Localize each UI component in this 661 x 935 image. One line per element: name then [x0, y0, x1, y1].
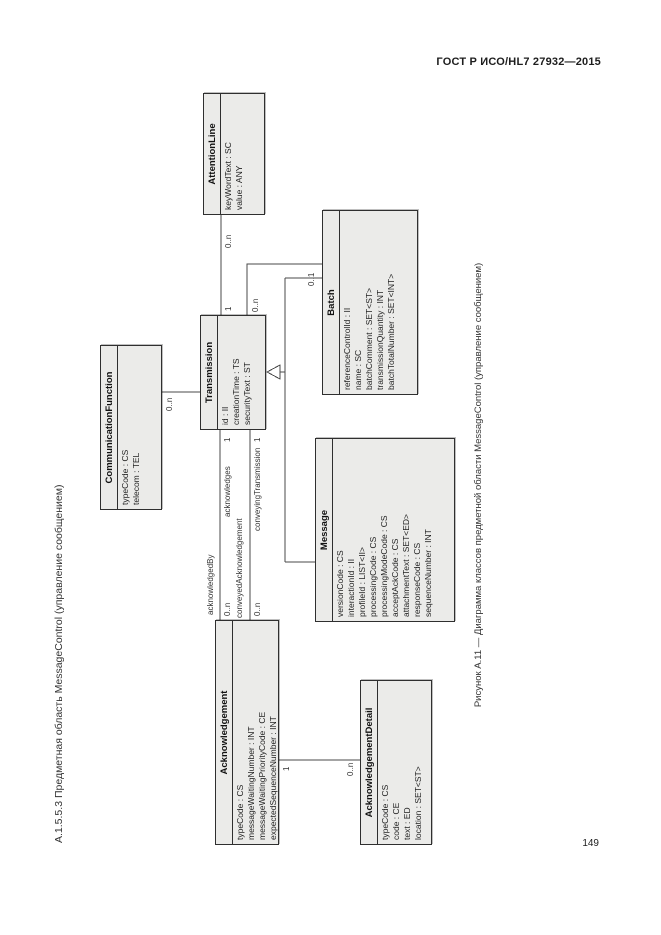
class-attribute: attachmentText : SET<ED> — [401, 514, 411, 617]
class-attribute: keyWordText : SC — [223, 142, 233, 210]
class-attributes: referenceControlId : II name : SC batchC… — [340, 211, 399, 394]
class-attribute: typeCode : CS — [120, 449, 130, 505]
class-title: Acknowledgement — [216, 621, 233, 844]
assoc-transmission-batch — [246, 263, 322, 315]
class-attribute: creationTime : TS — [231, 358, 241, 425]
multiplicity-label: 0..1 — [307, 272, 316, 286]
class-attribute: securityText : ST — [242, 362, 252, 425]
class-acknowledgementdetail: AcknowledgementDetail typeCode : CS code… — [360, 680, 432, 845]
class-batch: Batch referenceControlId : II name : SC … — [322, 210, 418, 395]
class-attributes: typeCode : CS telecom : TEL — [118, 346, 144, 509]
class-attributes: typeCode : CS messageWaitingNumber : INT… — [233, 621, 279, 844]
class-title: AcknowledgementDetail — [361, 681, 378, 844]
class-attribute: value : ANY — [234, 165, 244, 210]
class-attribute: messageWaitingPriorityCode : CE — [257, 711, 267, 840]
generalization-triangle-icon — [265, 364, 281, 380]
class-attribute: id : II — [220, 406, 230, 425]
class-title: Batch — [323, 211, 340, 394]
class-attributes: typeCode : CS code : CE text : ED locati… — [378, 681, 426, 844]
class-attribute: referenceControlId : II — [342, 307, 352, 390]
class-title: Message — [316, 439, 333, 621]
class-attributes: id : II creationTime : TS securityText :… — [218, 316, 255, 429]
role-label: acknowledges — [223, 466, 232, 517]
role-label: conveyingTransmission — [253, 447, 262, 531]
class-communicationfunction: CommunicationFunction typeCode : CS tele… — [100, 345, 162, 510]
class-attribute: processingModeCode : CS — [379, 515, 389, 617]
multiplicity-label: 0..n — [253, 602, 262, 616]
class-transmission: Transmission id : II creationTime : TS s… — [200, 315, 266, 430]
rotated-diagram-stage: А.1.5.5.3 Предметная область MessageCont… — [45, 55, 515, 915]
multiplicity-label: 0..n — [251, 298, 260, 312]
class-attribute: interactionId : II — [346, 558, 356, 617]
page-number: 149 — [582, 838, 599, 849]
multiplicity-label: 0..n — [223, 602, 232, 616]
class-attribute: responseCode : CS — [412, 542, 422, 617]
class-attribute: profileId : LIST<II> — [357, 547, 367, 617]
class-attribute: name : SC — [353, 349, 363, 390]
class-attribute: batchTotalNumber : SET<INT> — [386, 273, 396, 390]
class-attribute: location : SET<ST> — [413, 766, 423, 840]
class-attributes: keyWordText : SC value : ANY — [221, 94, 247, 214]
class-attribute: batchComment : SET<ST> — [364, 287, 374, 390]
class-attentionline: AttentionLine keyWordText : SC value : A… — [203, 93, 265, 215]
class-attribute: typeCode : CS — [380, 784, 390, 840]
class-attribute: sequenceNumber : INT — [423, 529, 433, 617]
multiplicity-label: 0..n — [165, 397, 174, 411]
class-title: AttentionLine — [204, 94, 221, 214]
multiplicity-label: 0..n — [346, 762, 355, 776]
multiplicity-label: 1 — [224, 306, 233, 311]
class-attribute: telecom : TEL — [131, 452, 141, 505]
uml-connector-lines — [162, 215, 360, 761]
multiplicity-label: 1 — [223, 437, 232, 442]
role-label: acknowledgedBy — [206, 554, 215, 615]
multiplicity-label: 1 — [282, 766, 291, 771]
role-label: conveyedAcknowledgement — [235, 518, 244, 618]
class-attribute: text : ED — [402, 807, 412, 840]
document-header: ГОСТ Р ИСО/HL7 27932—2015 — [436, 56, 601, 68]
class-attributes: versionCode : CS interactionId : II prof… — [333, 439, 436, 621]
class-attribute: messageWaitingNumber : INT — [246, 726, 256, 840]
class-title: Transmission — [201, 316, 218, 429]
class-attribute: typeCode : CS — [235, 784, 245, 840]
class-attribute: processingCode : CS — [368, 536, 378, 617]
class-acknowledgement: Acknowledgement typeCode : CS messageWai… — [215, 620, 279, 845]
class-attribute: versionCode : CS — [335, 550, 345, 617]
class-title: CommunicationFunction — [101, 346, 118, 509]
multiplicity-label: 0..n — [224, 234, 233, 248]
multiplicity-label: 1 — [253, 437, 262, 442]
class-attribute: code : CE — [391, 802, 401, 840]
class-attribute: transmissionQuantity : INT — [375, 289, 385, 390]
class-message: Message versionCode : CS interactionId :… — [315, 438, 455, 622]
class-attribute: acceptAckCode : CS — [390, 538, 400, 617]
class-attribute: expectedSequenceNumber : INT — [268, 716, 278, 840]
